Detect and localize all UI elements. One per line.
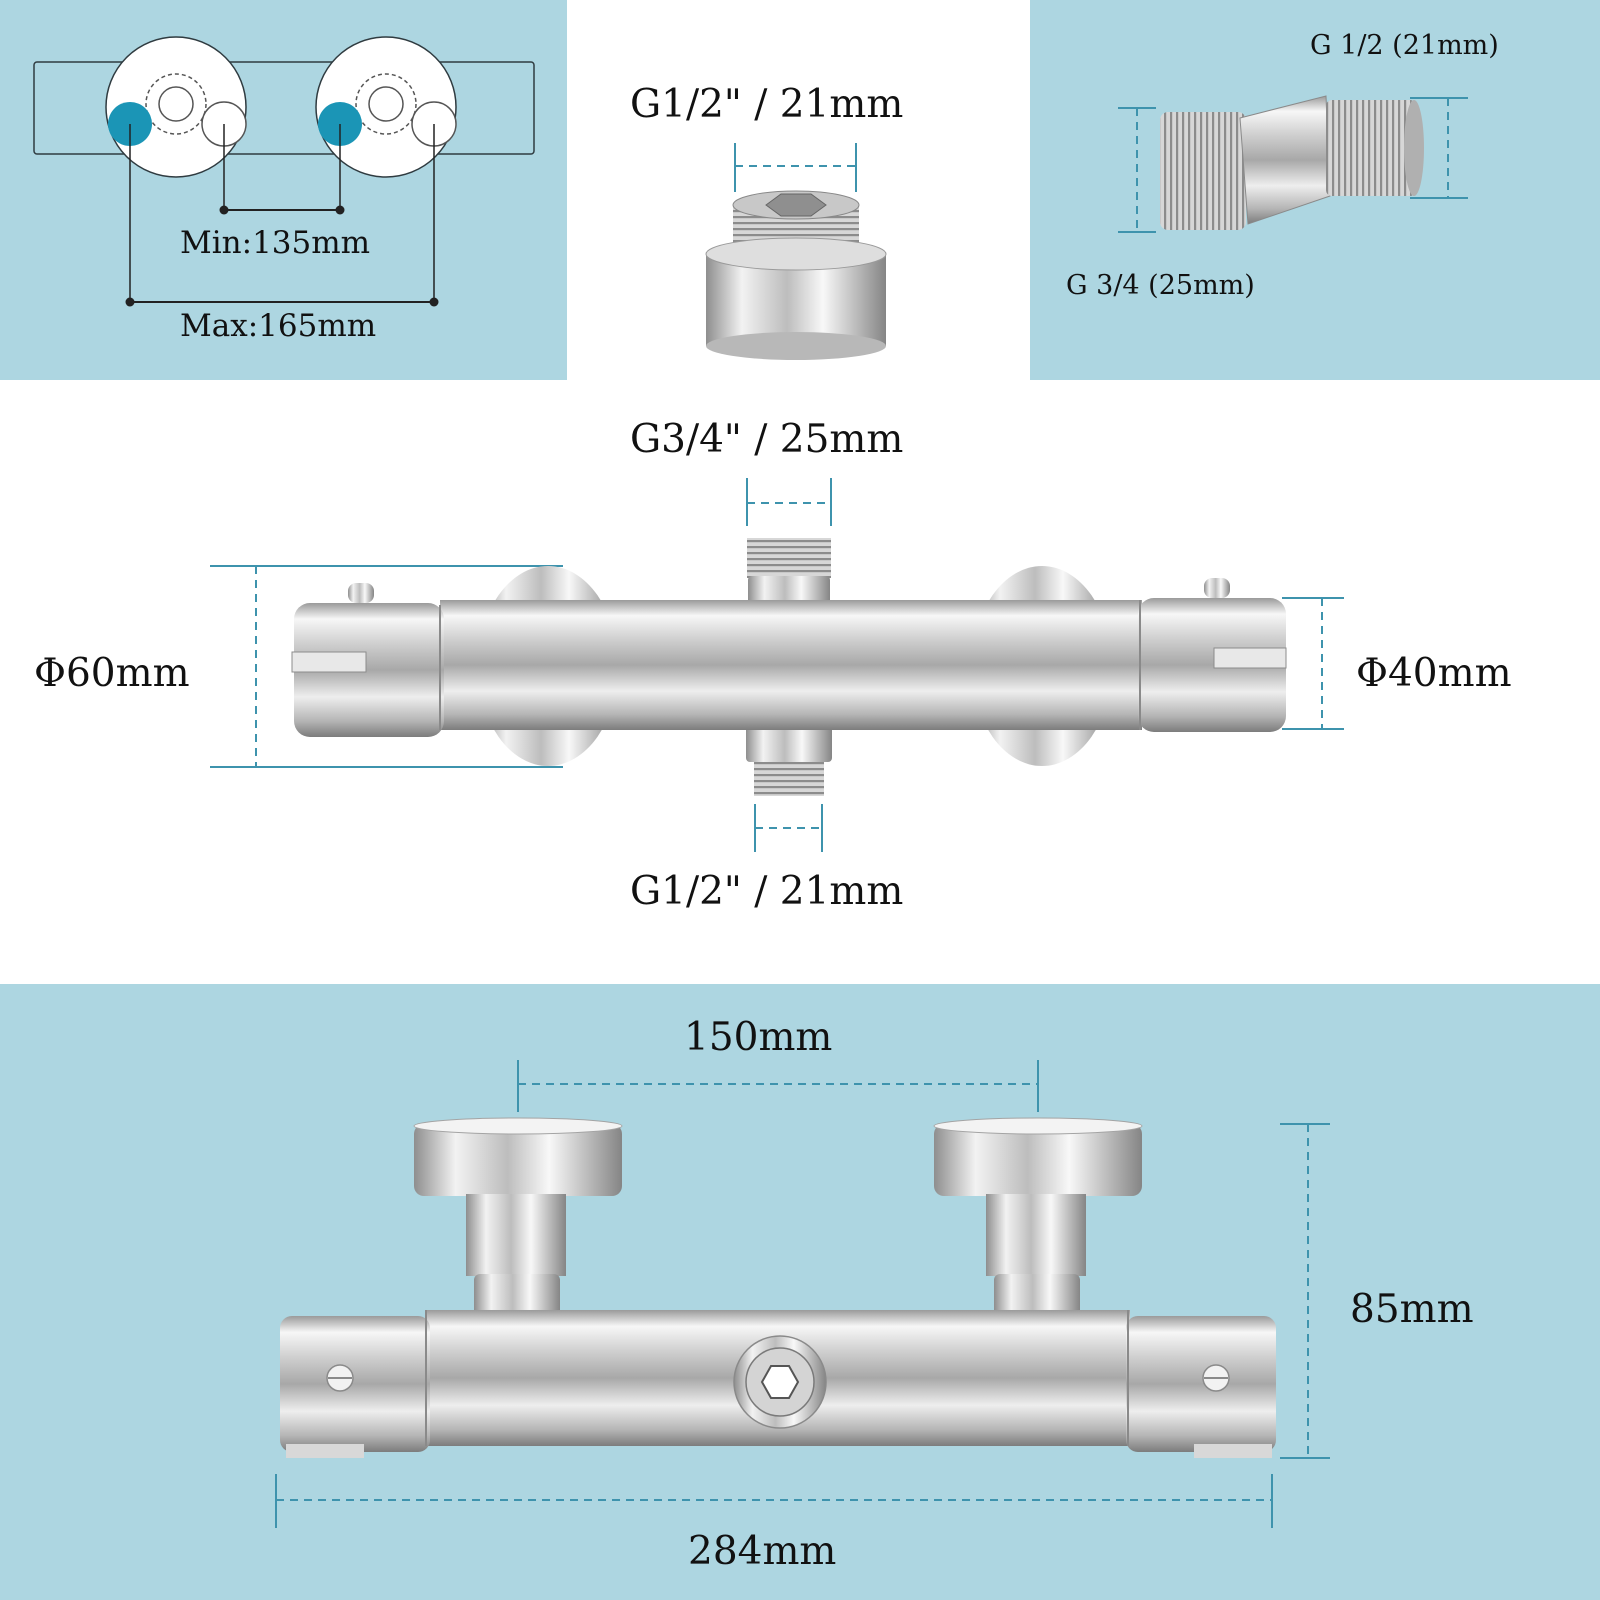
height-label: 85mm <box>1350 1287 1474 1332</box>
valve-front-view <box>210 478 1344 852</box>
right-diameter-label: Φ40mm <box>1356 651 1512 696</box>
min-spacing-label: Min:135mm <box>180 225 371 261</box>
spacing-diagram <box>33 36 535 307</box>
elbow-bottom-label: G 3/4 (25mm) <box>1066 270 1255 301</box>
bottom-outlet-label: G1/2" / 21mm <box>630 869 904 914</box>
elbow-top-label: G 1/2 (21mm) <box>1310 30 1499 61</box>
front-main-body <box>440 600 1142 730</box>
top-outlet-label: G3/4" / 25mm <box>630 417 904 462</box>
top-view-panel-bg <box>0 984 1600 1600</box>
length-label: 284mm <box>688 1529 837 1574</box>
valve-top-view <box>275 1060 1330 1528</box>
spacing-panel-bg <box>0 0 567 380</box>
adapter-thread-label: G1/2" / 21mm <box>630 82 904 127</box>
eccentric-elbow <box>1118 95 1468 233</box>
reducer-adapter <box>705 143 887 360</box>
left-diameter-label: Φ60mm <box>34 651 190 696</box>
connector-spacing-label: 150mm <box>684 1015 833 1060</box>
max-spacing-label: Max:165mm <box>180 308 377 344</box>
